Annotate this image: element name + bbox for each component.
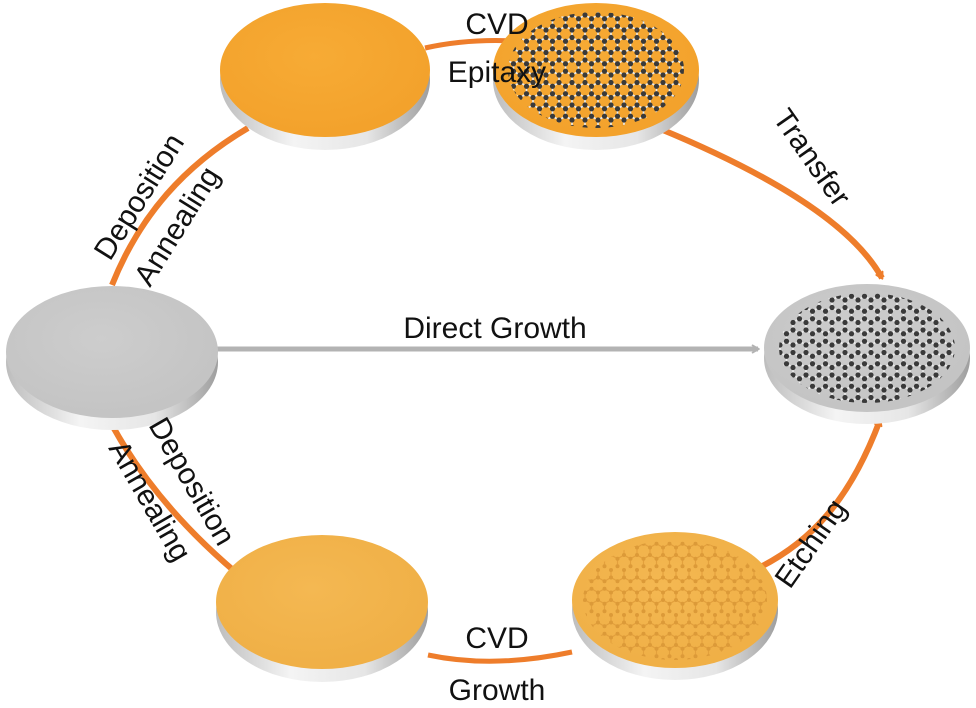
label-bottom-middle-cvd: CVD [465, 622, 528, 655]
graphene-on-metal-wafer-bottom [572, 532, 778, 680]
edge-bottom-left-line [109, 423, 247, 583]
metal-film-wafer-bottom [216, 535, 428, 682]
edge-bottom-middle-line [427, 649, 573, 664]
label-bottom-middle-growth: Growth [449, 674, 546, 707]
edge-top-left-line [109, 125, 250, 287]
metal-film-wafer-top [220, 3, 430, 150]
graphene-lattice [779, 293, 955, 403]
label-top-middle-epitaxy: Epitaxy [448, 56, 546, 89]
label-direct-growth: Direct Growth [403, 312, 586, 345]
label-etching: Etching [769, 493, 853, 594]
edge-top-right-arrow [656, 125, 885, 280]
bare-substrate-wafer [6, 286, 218, 430]
label-transfer: Transfer [766, 103, 856, 213]
graphene-on-metal-wafer-top [493, 3, 699, 150]
graphene-lattice-faint [583, 540, 767, 660]
graphene-lattice [508, 12, 684, 128]
graphene-on-substrate-wafer [764, 284, 970, 424]
label-top-middle-cvd: CVD [465, 8, 528, 41]
edge-bottom-right-arrow [748, 418, 883, 575]
